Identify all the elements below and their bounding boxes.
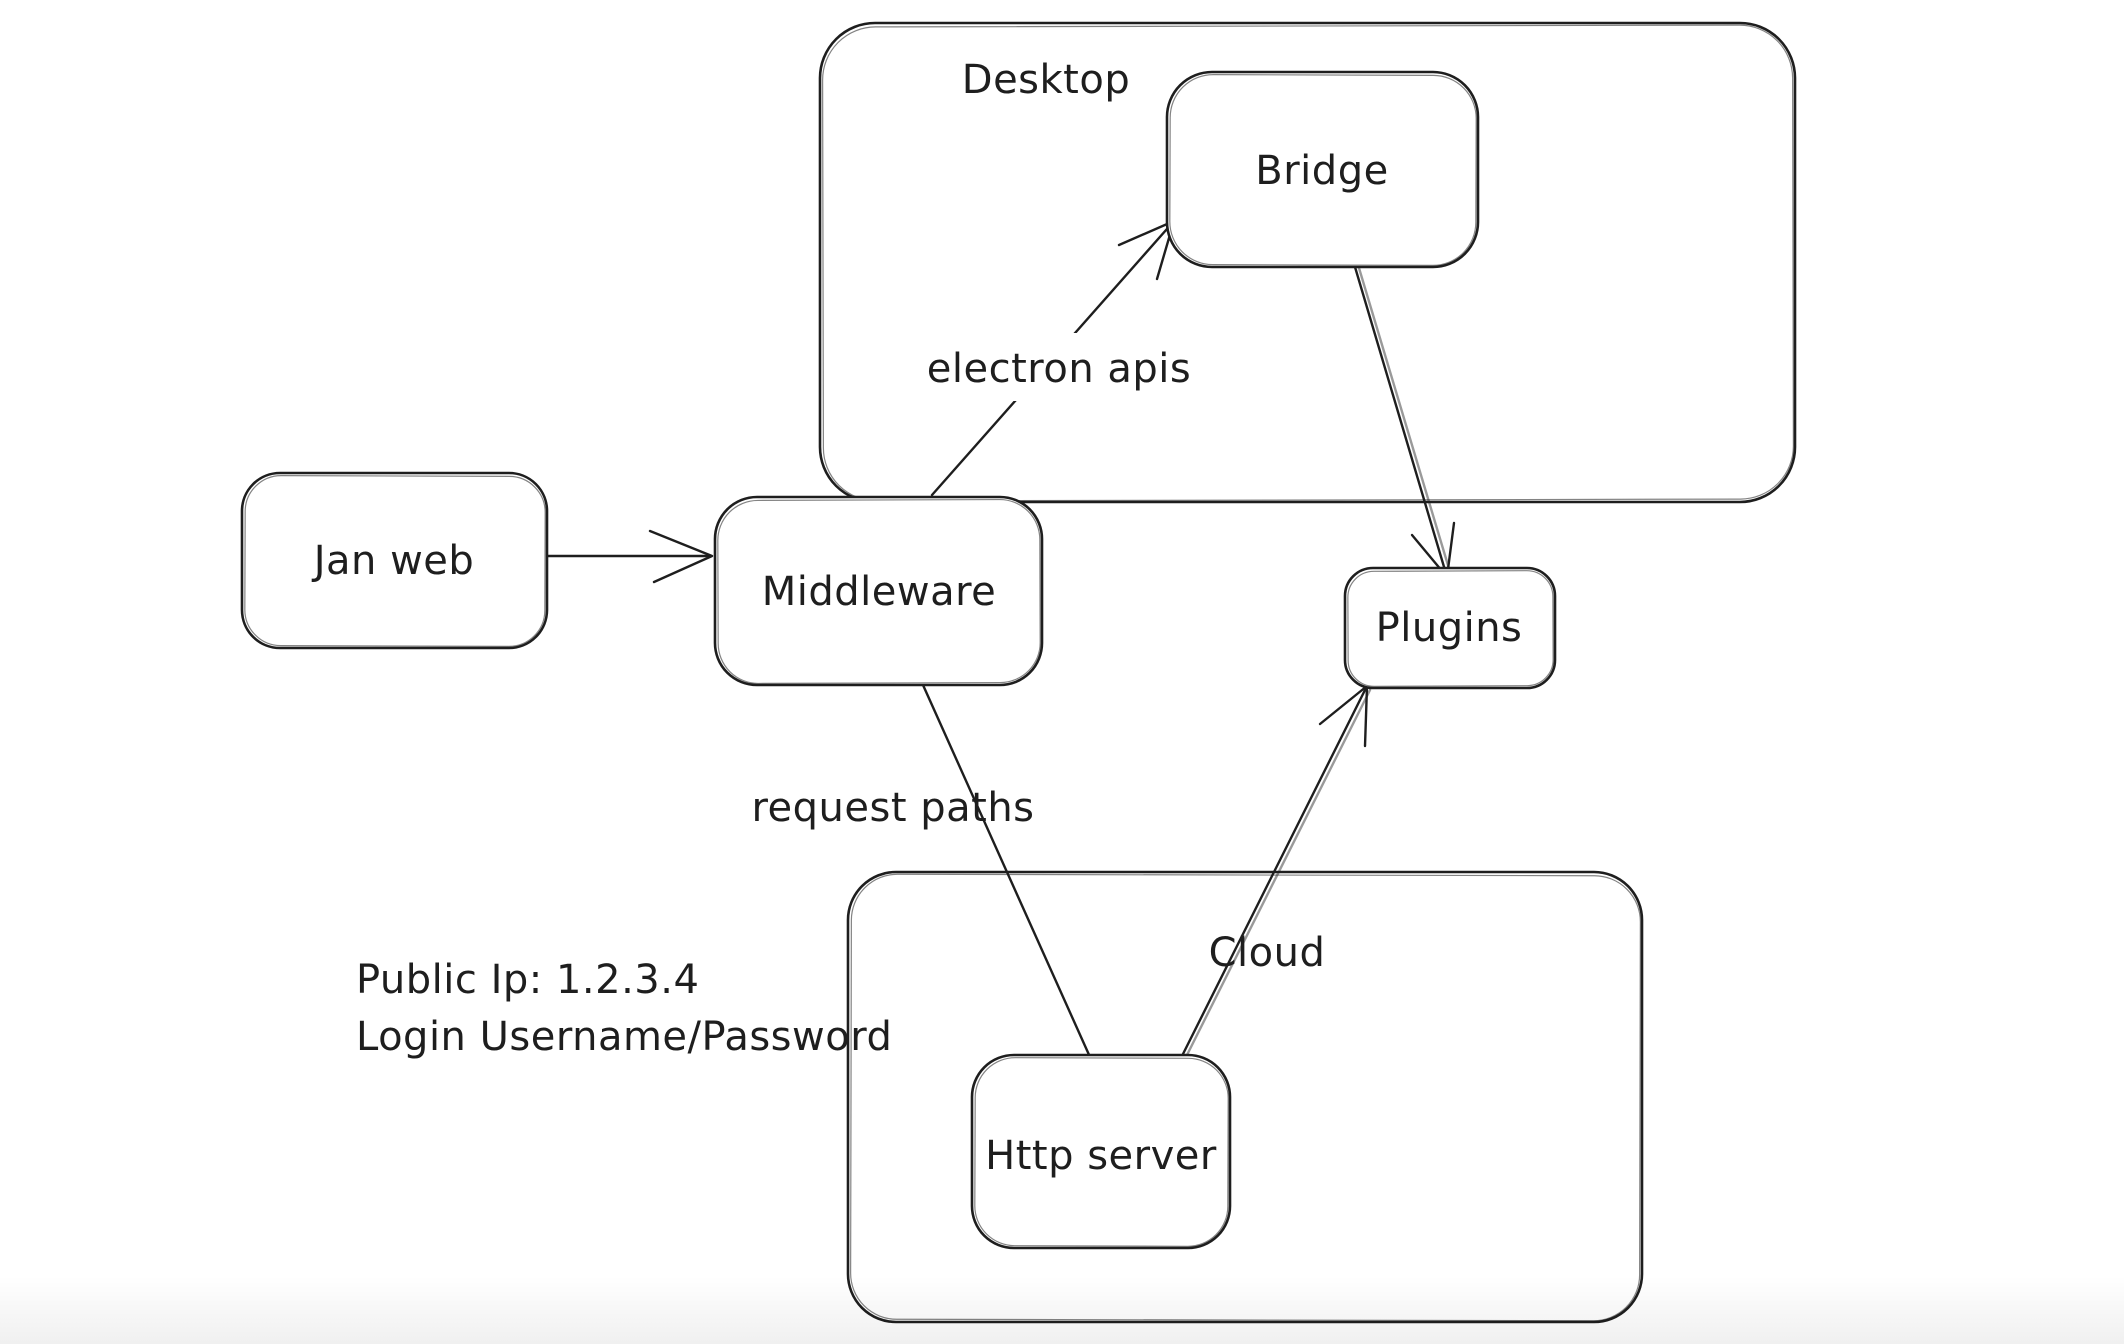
request-paths-label: request paths [751,785,1034,831]
edge-http-plugins-echo [1185,688,1372,1057]
node-middleware-echo [717,498,1041,685]
annotation-line1: Public Ip: 1.2.3.4 [356,957,699,1003]
bottom-fade-strip [0,1276,2124,1344]
edge-middleware-http[interactable]: request paths [751,683,1092,1059]
node-plugins-shape[interactable] [1343,566,1557,690]
edge-bridge-plugins-line [1353,265,1449,579]
node-plugins[interactable]: Plugins [1343,566,1557,690]
node-plugins-echo [1347,570,1554,687]
desktop-container-label: Desktop [962,57,1130,103]
node-jan-web-shape[interactable] [240,471,549,650]
cloud-container[interactable]: Cloud [846,870,1644,1324]
edge-http-plugins-line [1181,684,1369,1056]
desktop-container[interactable]: Desktop [818,21,1797,504]
node-jan-web-echo [244,475,546,648]
node-jan-web[interactable]: Jan web [240,471,549,650]
edge-bridge-plugins-echo [1357,266,1452,574]
node-middleware-shape[interactable] [713,495,1044,687]
node-middleware[interactable]: Middleware [713,495,1044,687]
edge-http-plugins-arrowhead [1318,684,1369,748]
node-http-server-label: Http server [985,1133,1217,1179]
electron-apis-label: electron apis [927,346,1191,392]
node-http-server-echo [974,1057,1229,1247]
node-bridge-echo [1169,74,1477,266]
annotation-text[interactable]: Public Ip: 1.2.3.4 Login Username/Passwo… [356,957,892,1060]
node-bridge[interactable]: Bridge [1165,70,1480,269]
cloud-container-label: Cloud [1209,930,1326,976]
edge-middleware-http-line [921,683,1092,1059]
annotation-line2: Login Username/Password [356,1014,892,1060]
node-bridge-label: Bridge [1255,148,1388,194]
desktop-container-shape[interactable] [818,21,1797,504]
node-jan-web-label: Jan web [311,538,475,584]
edge-http-plugins[interactable] [1181,684,1372,1057]
desktop-container-echo [822,24,1794,502]
edge-middleware-bridge[interactable]: electron apis [922,219,1196,497]
node-http-server-shape[interactable] [970,1053,1232,1250]
edge-janweb-middleware-arrowhead [648,529,714,584]
node-plugins-label: Plugins [1376,605,1523,651]
node-http-server[interactable]: Http server [970,1053,1232,1250]
node-bridge-shape[interactable] [1165,70,1480,269]
edge-bridge-plugins[interactable] [1353,265,1456,579]
node-middleware-label: Middleware [762,569,997,615]
electron-apis-label-mask [922,333,1196,401]
edge-janweb-middleware[interactable] [530,529,714,584]
